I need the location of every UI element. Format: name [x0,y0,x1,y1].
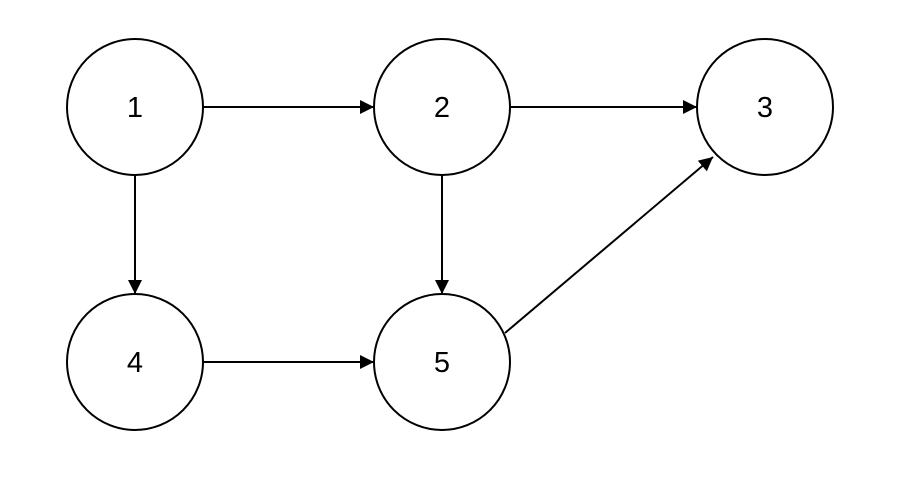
edge-group [128,100,714,369]
node-2: 2 [373,38,511,176]
node-1-circle [66,38,204,176]
node-4: 4 [66,293,204,431]
node-5-label: 5 [434,347,450,379]
node-1: 1 [66,38,204,176]
node-3: 3 [696,38,834,176]
node-1-label: 1 [127,92,143,124]
node-group: 1 2 3 4 5 [66,38,834,431]
node-3-label: 3 [757,92,773,124]
node-5-circle [373,293,511,431]
edge-5-to-3-arrow [504,156,714,334]
node-2-label: 2 [434,92,450,124]
node-3-circle [696,38,834,176]
node-4-label: 4 [127,347,143,379]
node-2-circle [373,38,511,176]
node-5: 5 [373,293,511,431]
node-4-circle [66,293,204,431]
